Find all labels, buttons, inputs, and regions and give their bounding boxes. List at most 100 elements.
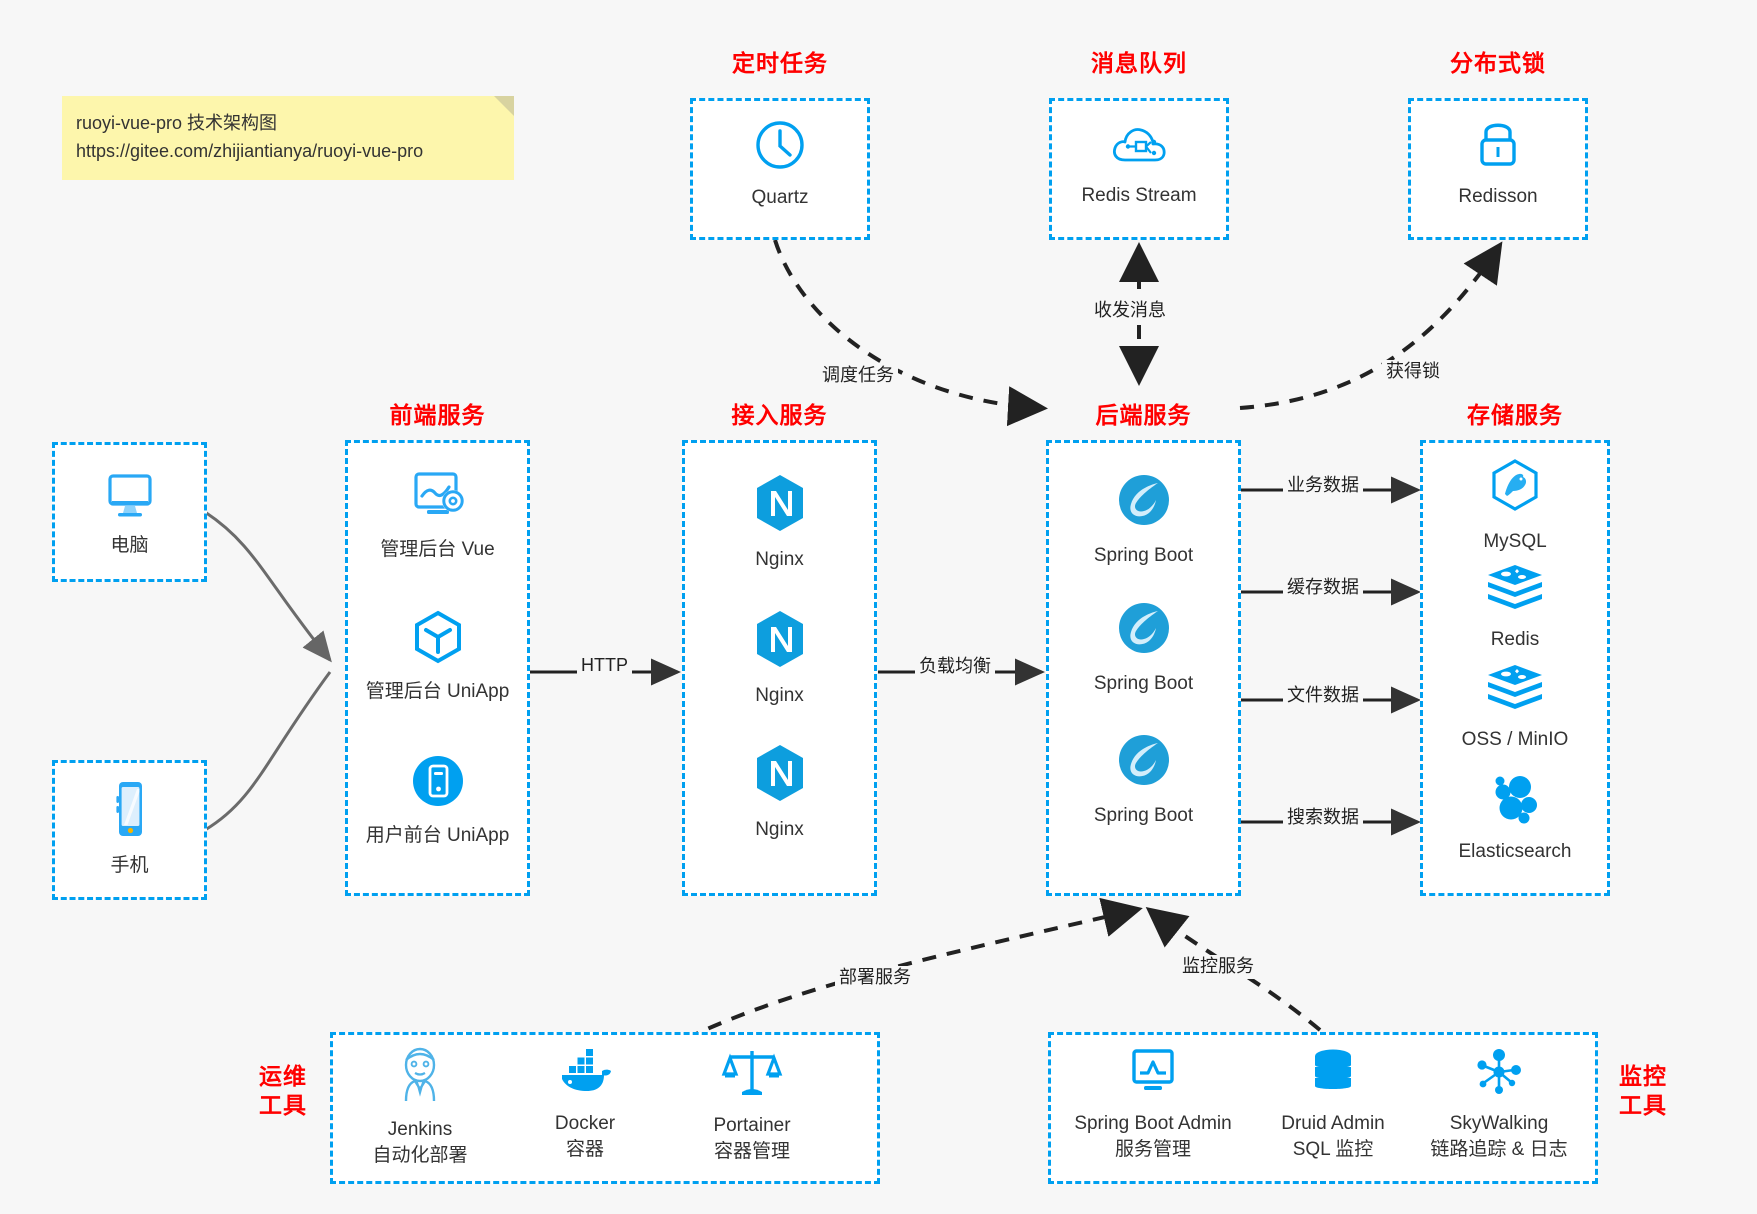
scales-icon [721,1046,783,1105]
node-admin-vue[interactable]: 管理后台 Vue [345,468,530,563]
node-skywalking[interactable]: SkyWalking 链路追踪 & 日志 [1408,1046,1590,1162]
node-label: Spring Boot Admin [1074,1113,1232,1134]
node-label: Redisson [1458,186,1538,207]
node-portainer[interactable]: Portainer 容器管理 [672,1046,832,1164]
node-redis-stream[interactable]: Redis Stream [1049,120,1229,209]
redis-stack-icon [1484,662,1546,719]
node-sublabel: 自动化部署 [372,1144,468,1166]
node-admin-uniapp[interactable]: 管理后台 UniApp [345,608,530,705]
caption-distributed-lock: 分布式锁 [1450,50,1546,76]
node-label: Spring Boot [1093,545,1194,566]
node-spring-boot-admin[interactable]: Spring Boot Admin 服务管理 [1058,1046,1248,1162]
caption-backend-service: 后端服务 [1095,402,1192,428]
edge-label-acquire-lock: 获得锁 [1382,360,1444,384]
edge-label-file-data: 文件数据 [1283,684,1363,708]
nginx-icon [751,608,809,675]
edge-label-monitor-service: 监控服务 [1178,955,1258,979]
node-sublabel: 服务管理 [1114,1138,1191,1160]
note-url: https://gitee.com/zhijiantianya/ruoyi-vu… [76,140,424,161]
node-label: Nginx [755,549,804,570]
caption-monitor-line2: 工具 [1619,1091,1667,1118]
node-label: Quartz [751,187,809,208]
node-redis[interactable]: Redis [1420,562,1610,653]
group-message-queue [1049,98,1229,240]
node-label: Nginx [755,685,804,706]
elasticsearch-icon [1486,772,1544,831]
node-nginx-2[interactable]: Nginx [682,608,877,709]
caption-access-service: 接入服务 [731,402,828,428]
edge-label-business-data: 业务数据 [1283,474,1363,498]
edge-label-schedule-task: 调度任务 [818,364,898,388]
node-label: Portainer [713,1115,791,1136]
monitor-chart-icon [1124,1046,1182,1103]
node-mysql[interactable]: MySQL [1420,458,1610,555]
spring-leaf-icon [1114,730,1174,795]
node-sublabel: 容器 [565,1138,604,1160]
node-label: Spring Boot [1093,673,1194,694]
node-phone[interactable]: 手机 [52,778,207,879]
edge-label-search-data: 搜索数据 [1283,806,1363,830]
node-redisson[interactable]: Redisson [1408,115,1588,210]
node-jenkins[interactable]: Jenkins 自动化部署 [340,1046,500,1168]
dashboard-gear-icon [407,468,469,529]
node-label: Redis [1490,629,1540,650]
node-label: OSS / MinIO [1461,729,1569,750]
edge-backend-to-redisson [1239,241,1503,410]
nginx-icon [751,472,809,539]
redis-stack-icon [1484,562,1546,619]
database-icon [1307,1046,1359,1103]
skywalking-node-icon [1471,1046,1527,1103]
lock-icon [1472,115,1524,176]
node-oss-minio[interactable]: OSS / MinIO [1420,662,1610,753]
group-devops-tools [330,1032,880,1184]
node-label: 手机 [110,855,149,876]
node-user-uniapp[interactable]: 用户前台 UniApp [345,752,530,849]
node-elasticsearch[interactable]: Elasticsearch [1420,772,1610,865]
node-quartz[interactable]: Quartz [690,118,870,211]
node-nginx-3[interactable]: Nginx [682,742,877,843]
desktop-icon [101,468,159,525]
node-label: Elasticsearch [1458,841,1572,862]
phone-icon [108,778,152,845]
caption-devops-line2: 工具 [259,1091,307,1118]
node-spring-boot-3[interactable]: Spring Boot [1046,730,1241,829]
node-label: Redis Stream [1081,185,1197,206]
node-sublabel: 链路追踪 & 日志 [1430,1138,1568,1160]
node-label: MySQL [1483,531,1547,552]
node-label: 管理后台 Vue [380,539,495,560]
mobile-circle-icon [409,752,467,815]
edge-label-cache-data: 缓存数据 [1283,576,1363,600]
node-nginx-1[interactable]: Nginx [682,472,877,573]
edge-label-deploy-service: 部署服务 [835,966,915,990]
node-label: Docker [554,1113,616,1134]
mysql-dolphin-icon [1487,458,1543,521]
node-sublabel: 容器管理 [713,1140,790,1162]
diagram-note: ruoyi-vue-pro 技术架构图 https://gitee.com/zh… [62,96,514,180]
node-desktop[interactable]: 电脑 [52,468,207,559]
docker-whale-icon [554,1046,616,1103]
node-label: Nginx [755,819,804,840]
edge-label-send-receive-message: 收发消息 [1090,299,1170,323]
node-docker[interactable]: Docker 容器 [505,1046,665,1162]
cloud-stream-icon [1110,120,1168,175]
node-label: 用户前台 UniApp [365,825,510,846]
node-label: SkyWalking [1449,1113,1549,1134]
node-druid-admin[interactable]: Druid Admin SQL 监控 [1248,1046,1418,1162]
clock-icon [753,118,807,177]
edge-quartz-to-backend [773,239,1048,427]
caption-monitor-line1: 监控 [1619,1063,1667,1089]
edge-desktop-to-frontend [204,510,332,663]
node-spring-boot-2[interactable]: Spring Boot [1046,598,1241,697]
caption-message-queue: 消息队列 [1091,50,1187,76]
node-spring-boot-1[interactable]: Spring Boot [1046,470,1241,569]
caption-monitor-tools: 监控 工具 [1612,1062,1674,1120]
node-label: 电脑 [110,535,149,556]
edge-label-http: HTTP [577,654,632,678]
node-label: Druid Admin [1281,1113,1385,1134]
note-title: ruoyi-vue-pro 技术架构图 [76,113,278,133]
node-label: Jenkins [387,1119,453,1140]
caption-devops-line1: 运维 [259,1063,307,1089]
note-fold-corner [494,96,514,116]
node-label: 管理后台 UniApp [365,681,510,702]
